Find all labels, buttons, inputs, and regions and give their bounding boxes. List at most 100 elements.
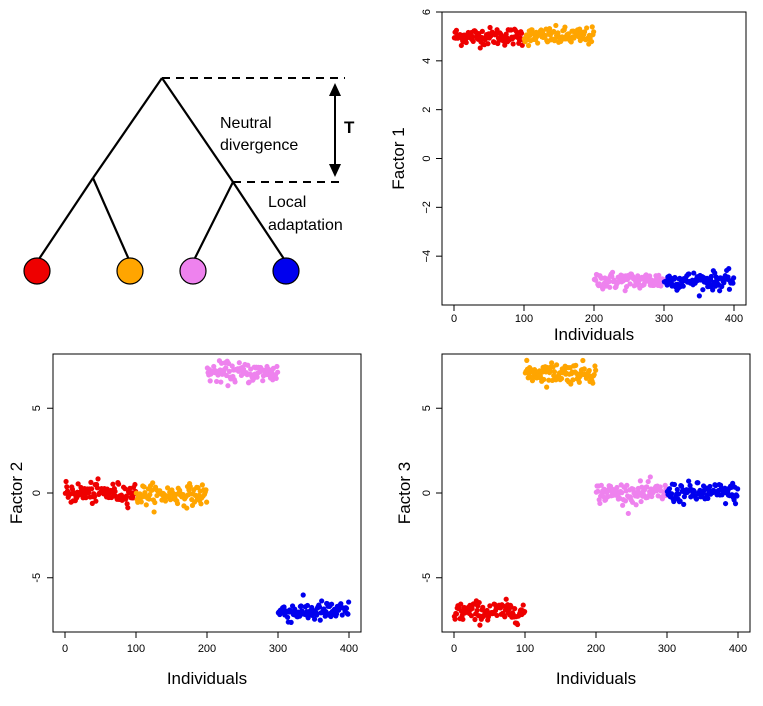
data-point <box>89 486 95 492</box>
data-point <box>75 481 81 487</box>
data-point <box>64 484 70 490</box>
data-point <box>254 374 260 380</box>
data-point <box>695 480 701 486</box>
data-point <box>581 29 588 35</box>
data-point <box>591 29 597 35</box>
data-point <box>598 482 604 488</box>
data-point <box>562 24 568 30</box>
data-point <box>275 369 281 375</box>
data-point <box>91 494 98 500</box>
data-point <box>686 271 692 277</box>
data-point <box>553 22 559 29</box>
data-point <box>590 380 596 386</box>
data-point <box>112 488 118 495</box>
data-point <box>721 280 727 286</box>
data-point <box>110 481 116 487</box>
tree-leaf-blue <box>272 257 300 285</box>
data-point <box>345 611 351 617</box>
data-point <box>472 616 478 623</box>
data-point <box>333 611 340 617</box>
series-orange <box>133 480 210 515</box>
data-point <box>94 485 100 491</box>
data-point <box>260 378 266 384</box>
data-point <box>460 616 466 622</box>
series-blue <box>661 266 737 299</box>
data-point <box>680 283 686 289</box>
data-point <box>651 282 657 288</box>
data-point <box>622 288 628 294</box>
tree-leaf-orange <box>116 257 144 285</box>
data-point <box>735 486 741 492</box>
data-point <box>146 496 152 502</box>
data-point <box>502 42 508 48</box>
data-point <box>474 607 480 614</box>
data-point <box>93 498 99 504</box>
data-point <box>549 360 555 366</box>
data-point <box>625 510 631 517</box>
data-point <box>525 42 532 49</box>
x-tick-label: 400 <box>340 643 358 655</box>
data-point <box>547 368 553 374</box>
data-point <box>150 480 156 486</box>
data-point <box>142 489 148 496</box>
data-point <box>725 274 731 280</box>
data-point <box>553 362 560 368</box>
data-point <box>494 612 500 619</box>
data-point <box>480 604 486 610</box>
data-point <box>453 27 460 33</box>
data-point <box>677 498 683 504</box>
data-point <box>132 481 138 488</box>
data-point <box>311 616 318 622</box>
data-point <box>696 293 702 299</box>
data-point <box>468 613 474 619</box>
data-point <box>700 287 706 293</box>
series-violet <box>593 474 670 517</box>
series-violet <box>591 269 667 294</box>
x-tick-label: 300 <box>655 313 673 325</box>
data-point <box>346 599 352 605</box>
x-axis-label: Individuals <box>554 325 634 344</box>
x-tick-label: 100 <box>127 643 145 655</box>
data-point <box>576 379 582 385</box>
data-point <box>218 379 224 385</box>
y-tick-label: 2 <box>421 107 433 113</box>
data-point <box>593 277 599 283</box>
data-point <box>458 601 464 607</box>
data-point <box>657 484 663 490</box>
data-point <box>288 619 294 625</box>
data-point <box>232 379 238 385</box>
data-point <box>623 284 630 290</box>
data-point <box>656 272 662 279</box>
data-point <box>95 476 101 482</box>
data-point <box>520 602 526 608</box>
y-tick-label: 5 <box>421 405 433 411</box>
time-arrow-head-down <box>329 164 341 177</box>
y-tick-label: 4 <box>421 58 433 64</box>
data-point <box>329 601 335 607</box>
data-point <box>213 378 220 385</box>
data-point <box>203 487 209 493</box>
data-point <box>589 24 595 30</box>
data-point <box>211 363 217 370</box>
data-point <box>627 281 633 287</box>
x-tick-label: 300 <box>658 643 676 655</box>
data-point <box>647 273 653 279</box>
data-point <box>187 483 193 490</box>
data-point <box>141 484 147 490</box>
data-point <box>207 378 213 384</box>
data-point <box>225 383 231 389</box>
data-point <box>510 41 516 47</box>
data-point <box>152 499 158 506</box>
data-point <box>546 26 553 32</box>
data-point <box>591 371 597 378</box>
data-point <box>717 288 723 294</box>
data-point <box>681 501 687 507</box>
tree-branch-violet <box>192 181 234 263</box>
data-point <box>122 486 128 492</box>
x-tick-label: 400 <box>729 643 747 655</box>
data-point <box>300 592 306 598</box>
data-point <box>199 482 205 488</box>
